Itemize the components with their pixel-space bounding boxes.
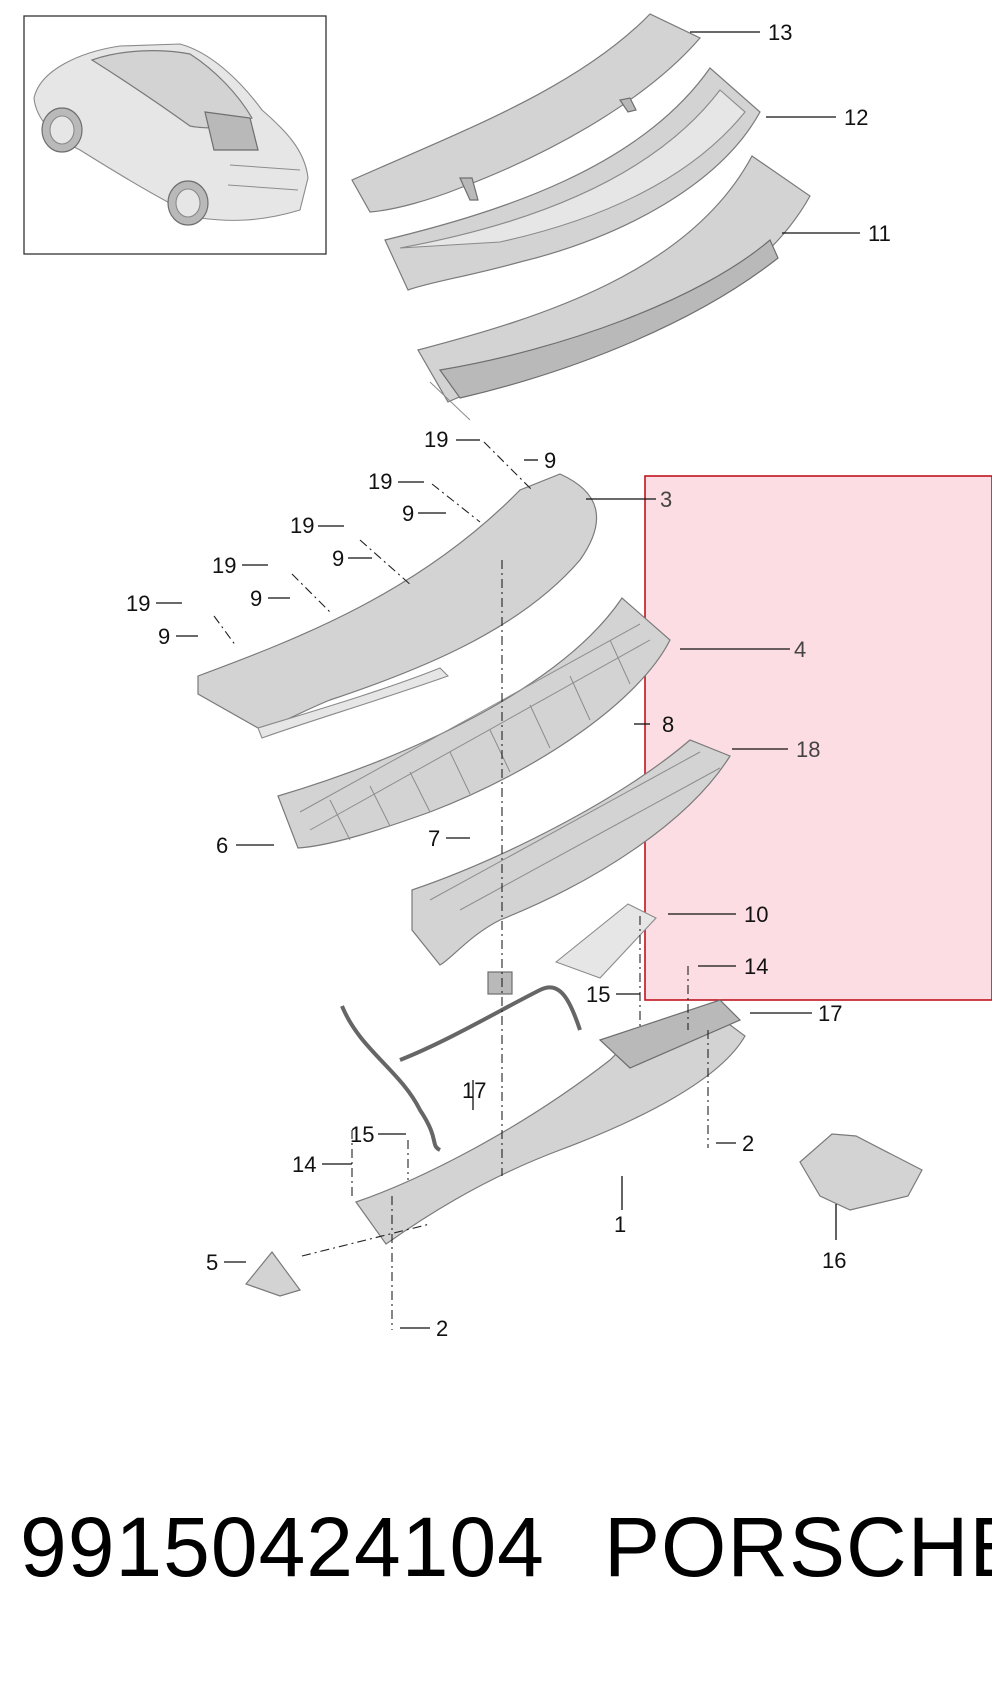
callout-8: 8 [662,712,674,737]
callout-2: 2 [742,1131,754,1156]
porsche-911-car-icon [33,43,309,226]
callout-15: 15 [586,982,610,1007]
highlight-box [644,475,992,1001]
part-10-gasket-frame [554,903,657,979]
part-5-cover [244,1251,301,1297]
callout-9: 9 [402,501,414,526]
callout-18: 18 [796,737,820,762]
callout-9: 9 [544,448,556,473]
assembly-lines [213,441,709,1330]
part-16-mount [799,1133,923,1211]
callout-11: 11 [868,221,891,246]
callout-12: 12 [844,105,868,130]
part-4-grille-frame [277,597,671,849]
callout-labels: 13 12 11 19 9 3 19 9 19 9 19 9 19 9 4 8 … [126,20,891,1341]
part-13-wing-blade [351,13,701,213]
callout-16: 16 [822,1248,846,1273]
callout-19: 19 [368,469,392,494]
part-18-bracket [411,739,731,966]
callout-13: 13 [768,20,792,45]
part-number: 99150424104 [20,1500,545,1594]
callout-6: 6 [216,833,228,858]
callout-19: 19 [212,553,236,578]
callout-9: 9 [158,624,170,649]
callout-10: 10 [744,902,768,927]
callout-1: 1 [614,1212,626,1237]
brand-name: PORSCHE [604,1500,992,1594]
callout-19: 19 [290,513,314,538]
callout-19: 19 [424,427,448,452]
part-3-spoiler-lid [197,473,598,739]
car-overview-inset [23,15,327,255]
callout-4: 4 [794,637,806,662]
callout-17: 17 [462,1078,486,1103]
callout-2: 2 [436,1316,448,1341]
callout-17: 17 [818,1001,842,1026]
part-1-base-panel [355,999,746,1245]
callout-5: 5 [206,1250,218,1275]
callout-7: 7 [428,826,440,851]
callout-9: 9 [250,586,262,611]
callout-3: 3 [660,487,672,512]
callout-19: 19 [126,591,150,616]
part-12-wing [384,67,761,291]
callout-14: 14 [744,954,768,979]
callout-14: 14 [292,1152,316,1177]
callout-15: 15 [350,1122,374,1147]
leader-lines [156,31,860,1329]
part-11-wing-lower [417,155,811,421]
wiring-harness [340,971,582,1152]
callout-9: 9 [332,546,344,571]
